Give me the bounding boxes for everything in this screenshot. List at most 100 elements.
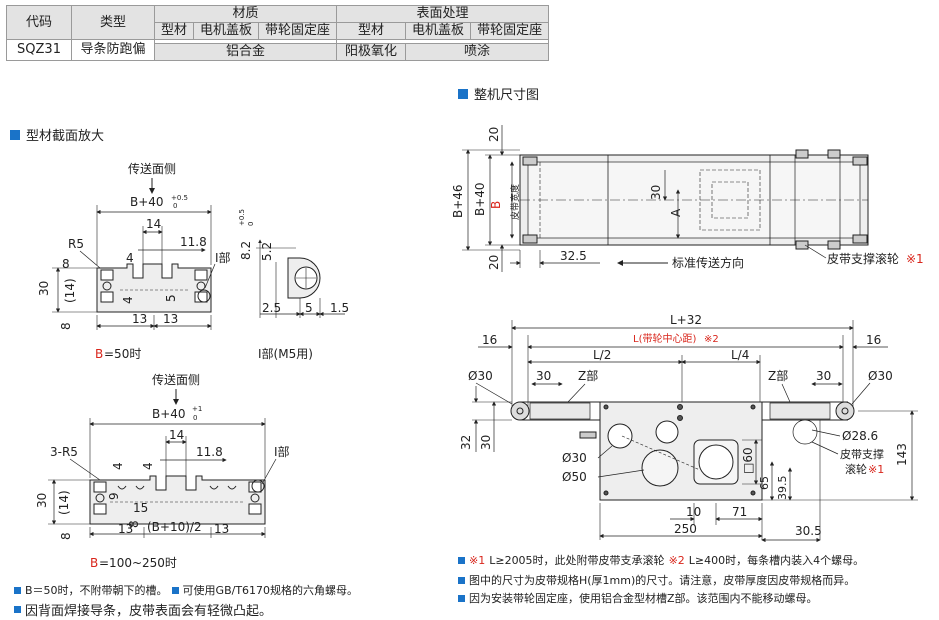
- dim-b46: B+46: [451, 184, 465, 218]
- detail-i-m5: 8.2 +0.5 0 5.2 2.5 5 1.5: [238, 209, 349, 318]
- roller-mark-top: ※1: [906, 252, 924, 266]
- dim-30-vert: 30: [479, 435, 493, 450]
- bullet-square-icon: [171, 586, 179, 594]
- label-3r5: 3-R5: [50, 445, 78, 459]
- dim-14-c: 14: [169, 428, 184, 442]
- width-tol-up-1: +0.5: [171, 194, 188, 202]
- dim-13-c: 13: [118, 522, 133, 536]
- dim-sq60: □60: [741, 447, 755, 474]
- dim-8-top: 8: [62, 257, 70, 271]
- dim-30-z-right: 30: [816, 369, 831, 383]
- dim-30: 30: [37, 281, 51, 296]
- dim-32-5: 32.5: [560, 249, 587, 263]
- note-right-1b-mark: ※2: [668, 553, 685, 567]
- detail-i-label: I部(M5用): [258, 346, 313, 361]
- dim-8-d: 8: [127, 520, 141, 528]
- spec-table: 代码 类型 材质 表面处理 型材 电机盖板 带轮固定座 型材 电机盖板 带轮固定…: [6, 5, 550, 61]
- dim-4-c: 4: [111, 462, 125, 470]
- detail-tol-up: +0.5: [238, 209, 246, 226]
- dim-b40: B+40: [473, 182, 487, 216]
- direction-label: 标准传送方向: [672, 255, 744, 270]
- hdr-code: 代码: [6, 5, 72, 40]
- roller-label-side-1: 皮带支撑: [840, 447, 884, 461]
- dim-l-mark: ※2: [704, 334, 719, 345]
- section-square-icon: [458, 88, 468, 99]
- roller-mark-side: ※1: [868, 463, 884, 476]
- dim-14-paren-b: (14): [57, 490, 71, 515]
- dim-11-8: 11.8: [180, 235, 207, 249]
- dim-14-paren: (14): [63, 278, 77, 303]
- dim-30-b: 30: [35, 493, 49, 508]
- cell-spray: 喷涂: [405, 43, 550, 61]
- dim-b-red: B: [489, 201, 503, 209]
- dim-14: 14: [146, 217, 161, 231]
- section-title-overall-text: 整机尺寸图: [474, 88, 540, 103]
- dim-8-bottom: 8: [59, 322, 73, 330]
- hdr-surface: 表面处理: [336, 5, 550, 23]
- dim-a: A: [669, 208, 683, 217]
- dim-30-5: 30.5: [795, 524, 822, 538]
- width-tol-dn-1: 0: [173, 202, 177, 210]
- section-square-icon: [10, 129, 20, 140]
- cell-anodize: 阳极氧化: [336, 43, 407, 61]
- b250-label: =100~250时: [99, 556, 177, 570]
- dim-20-bottom: 20: [487, 255, 501, 270]
- dim-16-right: 16: [866, 333, 881, 347]
- bullet-square-icon: [14, 606, 21, 613]
- roller-label-top: 皮带支撑滚轮: [827, 251, 899, 266]
- dim-250: 250: [674, 522, 697, 536]
- dim-dia30-motor: Ø30: [562, 451, 587, 465]
- part-i-label: I部: [215, 250, 231, 265]
- dim-30-z-left: 30: [536, 369, 551, 383]
- section-title-profile-text: 型材截面放大: [26, 129, 105, 144]
- roller-label-side-2: 滚轮: [845, 462, 867, 476]
- cell-type: 导条防跑偏: [71, 39, 155, 61]
- bullet-square-icon: [458, 594, 465, 602]
- sub-motor-cover-2: 电机盖板: [405, 22, 472, 40]
- dim-8-c: 8: [59, 532, 73, 540]
- note-left-1b-text: 可使用GB/T6170规格的六角螺母。: [182, 584, 359, 597]
- belt-width-label: 皮带宽度: [509, 184, 521, 220]
- bullet-square-icon: [14, 586, 21, 594]
- detail-dim-5: 5: [305, 301, 313, 315]
- dim-dia50: Ø50: [562, 470, 587, 484]
- dim-4-d: 4: [141, 462, 155, 470]
- b-red-1: B: [95, 347, 103, 361]
- detail-dim-8-2: 8.2: [239, 241, 253, 260]
- dim-32: 32: [459, 435, 473, 450]
- note-right-1-mark: ※1: [469, 553, 486, 567]
- detail-dim-5-2: 5.2: [260, 242, 274, 261]
- dim-9: 9: [107, 492, 121, 500]
- dim-4-a: 4: [126, 251, 134, 265]
- dim-11-8-b: 11.8: [196, 445, 223, 459]
- note-right-3: 因为安装带轮固定座，使用铝合金型材槽Z部。该范围内不能移动螺母。: [458, 590, 818, 606]
- note-right-2: 图中的尺寸为皮带规格H(厚1mm)的尺寸。请注意，皮带厚度因皮带规格而异。: [458, 572, 855, 588]
- width-tol-up-2: +1: [192, 405, 202, 413]
- cell-aluminum: 铝合金: [153, 43, 338, 61]
- detail-dim-1-5: 1.5: [330, 301, 349, 315]
- bullet-square-icon: [458, 556, 465, 564]
- dim-13-b: 13: [163, 312, 178, 326]
- dim-l4: L/4: [731, 348, 749, 362]
- sub-motor-cover: 电机盖板: [193, 22, 260, 40]
- section-title-overall: 整机尺寸图: [458, 84, 539, 103]
- dim-10: 10: [686, 505, 701, 519]
- z-part-right: Z部: [768, 368, 788, 383]
- dim-13-a: 13: [132, 312, 147, 326]
- dim-15: 15: [133, 501, 148, 515]
- note-left-1: B＝50时，不附带朝下的槽。 可使用GB/T6170规格的六角螺母。: [14, 582, 358, 598]
- sub-profile: 型材: [153, 22, 195, 40]
- b-red-2: B: [90, 556, 98, 570]
- dim-143: 143: [895, 443, 909, 466]
- dim-16-left: 16: [482, 333, 497, 347]
- b50-label: =50时: [104, 347, 141, 361]
- detail-tol-dn: 0: [247, 222, 255, 226]
- dim-4-b: 4: [121, 296, 135, 304]
- note-right-1b-text: L≥400时，每条槽内装入4个螺母。: [688, 554, 865, 567]
- width-tol-dn-2: 0: [193, 414, 197, 422]
- dim-20-top: 20: [487, 127, 501, 142]
- note-left-2: 因背面焊接导条，皮带表面会有轻微凸起。: [14, 600, 272, 619]
- dim-dia28-6: Ø28.6: [842, 429, 878, 443]
- note-right-1: ※1 L≥2005时，此处附带皮带支承滚轮 ※2 L≥400时，每条槽内装入4个…: [458, 552, 864, 568]
